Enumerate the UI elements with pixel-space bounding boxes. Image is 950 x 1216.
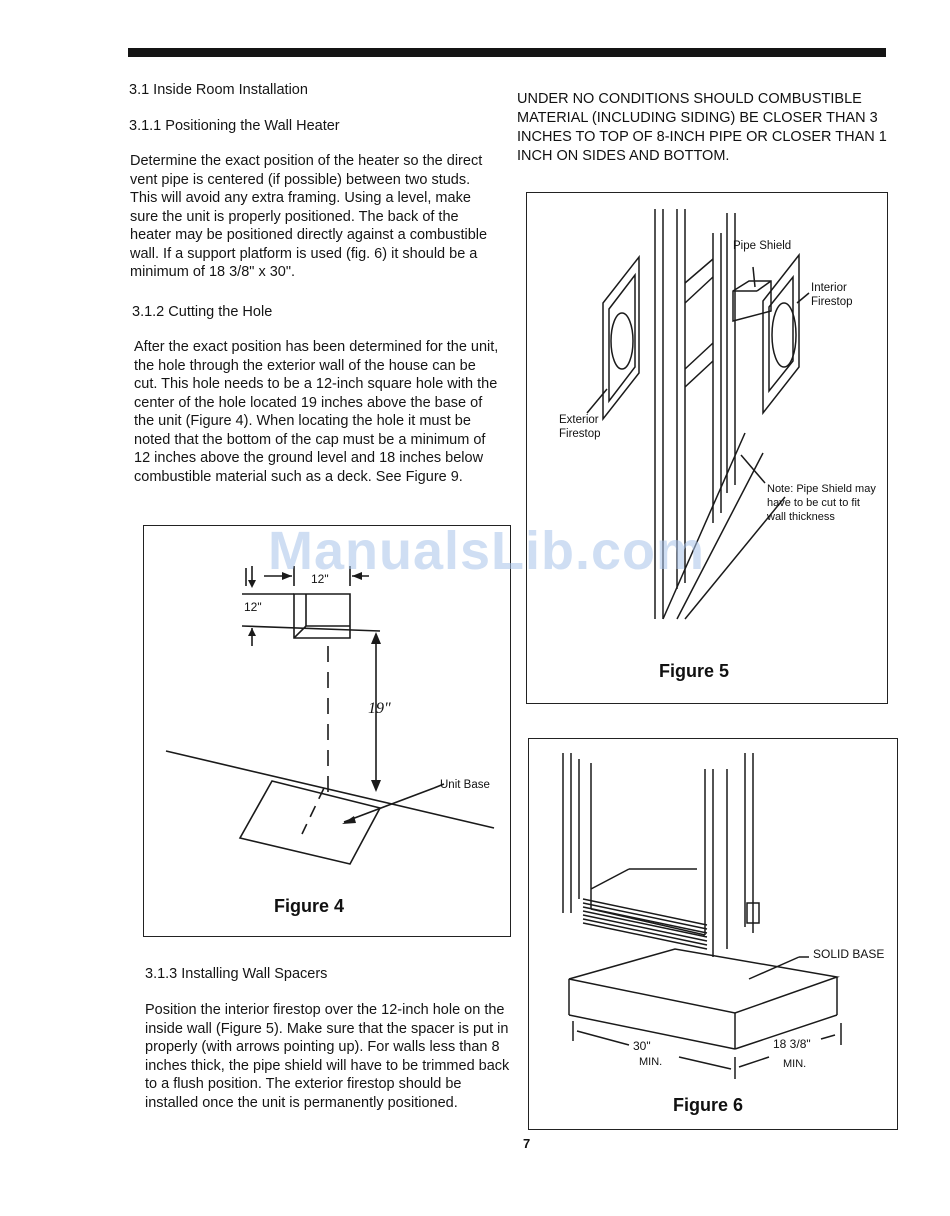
figure-4: 12" 12" 19" Unit Base Figure 4 — [143, 525, 511, 937]
figure-6-dim-depth-min: MIN. — [783, 1058, 807, 1070]
figure-6-caption: Figure 6 — [673, 1095, 744, 1115]
figure-6-dim-length-min: MIN. — [639, 1056, 663, 1068]
figure-5-drawing — [586, 209, 810, 620]
figure-5-label-interior-firestop: Interior Firestop — [811, 282, 853, 308]
figure-6-drawing — [562, 753, 842, 1079]
figure-4-label-unit-base: Unit Base — [440, 779, 490, 791]
figure-4-dim-height: 12" — [244, 600, 262, 614]
header-rule — [128, 48, 886, 57]
figure-5-caption: Figure 5 — [659, 661, 730, 681]
heading-3-1-3: 3.1.3 Installing Wall Spacers — [145, 966, 328, 982]
figure-6-label-solid-base: SOLID BASE — [813, 947, 885, 961]
paragraph-positioning: Determine the exact position of the heat… — [130, 153, 488, 280]
figure-5-note: Note: Pipe Shield may have to be cut to … — [767, 483, 876, 523]
watermark: ManualsLib.com — [268, 521, 706, 581]
figure-5-label-pipe-shield: Pipe Shield — [733, 240, 792, 252]
figure-4-drawing — [165, 566, 495, 865]
figure-5: Pipe Shield Interior Firestop Exterior F… — [526, 192, 888, 704]
figure-6-dim-depth: 18 3/8" — [773, 1037, 811, 1051]
figure-6: SOLID BASE 30" MIN. 18 3/8" MIN. Figure … — [528, 738, 898, 1130]
figure-4-dim-width: 12" — [311, 572, 329, 586]
paragraph-wall-spacers: Position the interior firestop over the … — [145, 1002, 510, 1111]
heading-3-1: 3.1 Inside Room Installation — [129, 82, 308, 98]
page-number: 7 — [523, 1136, 531, 1151]
heading-3-1-2: 3.1.2 Cutting the Hole — [132, 304, 273, 320]
figure-4-caption: Figure 4 — [274, 896, 345, 916]
figure-6-dim-length: 30" — [633, 1039, 651, 1053]
paragraph-cutting-hole: After the exact position has been determ… — [134, 339, 499, 485]
warning-text: UNDER NO CONDITIONS SHOULD COMBUSTIBLE M… — [517, 91, 887, 164]
figure-5-label-exterior-firestop: Exterior Firestop — [559, 414, 601, 440]
heading-3-1-1: 3.1.1 Positioning the Wall Heater — [129, 118, 340, 134]
figure-4-dim-center: 19" — [368, 700, 391, 717]
